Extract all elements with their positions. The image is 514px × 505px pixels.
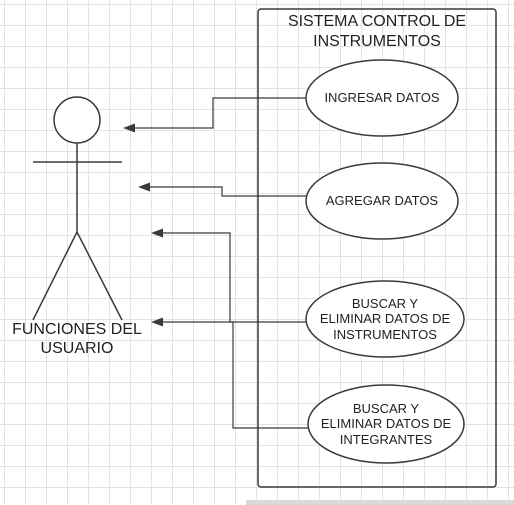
connector-1[interactable] (134, 97, 306, 129)
use-case-label-line: AGREGAR DATOS (325, 193, 439, 209)
system-title: SISTEMA CONTROL DE INSTRUMENTOS (258, 12, 496, 52)
actor-label-line-2: USUARIO (40, 340, 114, 358)
system-title-line-2: INSTRUMENTOS (313, 33, 441, 50)
use-case-4-ellipse[interactable] (307, 384, 465, 464)
connector-2[interactable] (149, 186, 306, 197)
actor-left-leg (32, 231, 78, 321)
use-case-label-line: INGRESAR DATOS (324, 90, 440, 106)
system-title-line-1: SISTEMA CONTROL DE (287, 13, 467, 30)
arrowhead-1 (123, 123, 135, 133)
use-case-label-line: BUSCAR Y (352, 400, 420, 416)
use-case-agregar-datos[interactable]: AGREGAR DATOS (306, 163, 458, 239)
use-case-eliminar-integrantes[interactable]: BUSCAR Y ELIMINAR DATOS DE INTEGRANTES (308, 385, 464, 463)
connector-4[interactable] (162, 321, 308, 429)
arrowhead-2 (138, 182, 150, 192)
bottom-ruler (246, 500, 514, 505)
use-case-label-line: ELIMINAR DATOS DE (320, 416, 452, 432)
use-case-label-line: BUSCAR Y (351, 295, 419, 311)
arrowhead-4 (151, 317, 163, 327)
use-case-ingresar-datos[interactable]: INGRESAR DATOS (306, 60, 458, 136)
use-case-eliminar-instrumentos[interactable]: BUSCAR Y ELIMINAR DATOS DE INSTRUMENTOS (306, 281, 464, 357)
arrowhead-3 (151, 228, 163, 238)
actor-label: FUNCIONES DEL USUARIO (4, 320, 150, 358)
actor-right-leg (76, 231, 123, 321)
actor-head (53, 96, 101, 144)
actor-figure[interactable] (32, 96, 123, 321)
use-case-label-line: INSTRUMENTOS (333, 326, 437, 342)
use-case-2-ellipse[interactable] (305, 162, 459, 240)
use-case-3-ellipse[interactable] (305, 280, 465, 358)
use-case-label-line: ELIMINAR DATOS DE (319, 311, 451, 327)
connector-3[interactable] (162, 232, 306, 323)
actor-label-line-1: FUNCIONES DEL (12, 321, 142, 338)
use-case-label-line: INTEGRANTES (339, 431, 433, 447)
system-boundary[interactable] (257, 8, 497, 488)
